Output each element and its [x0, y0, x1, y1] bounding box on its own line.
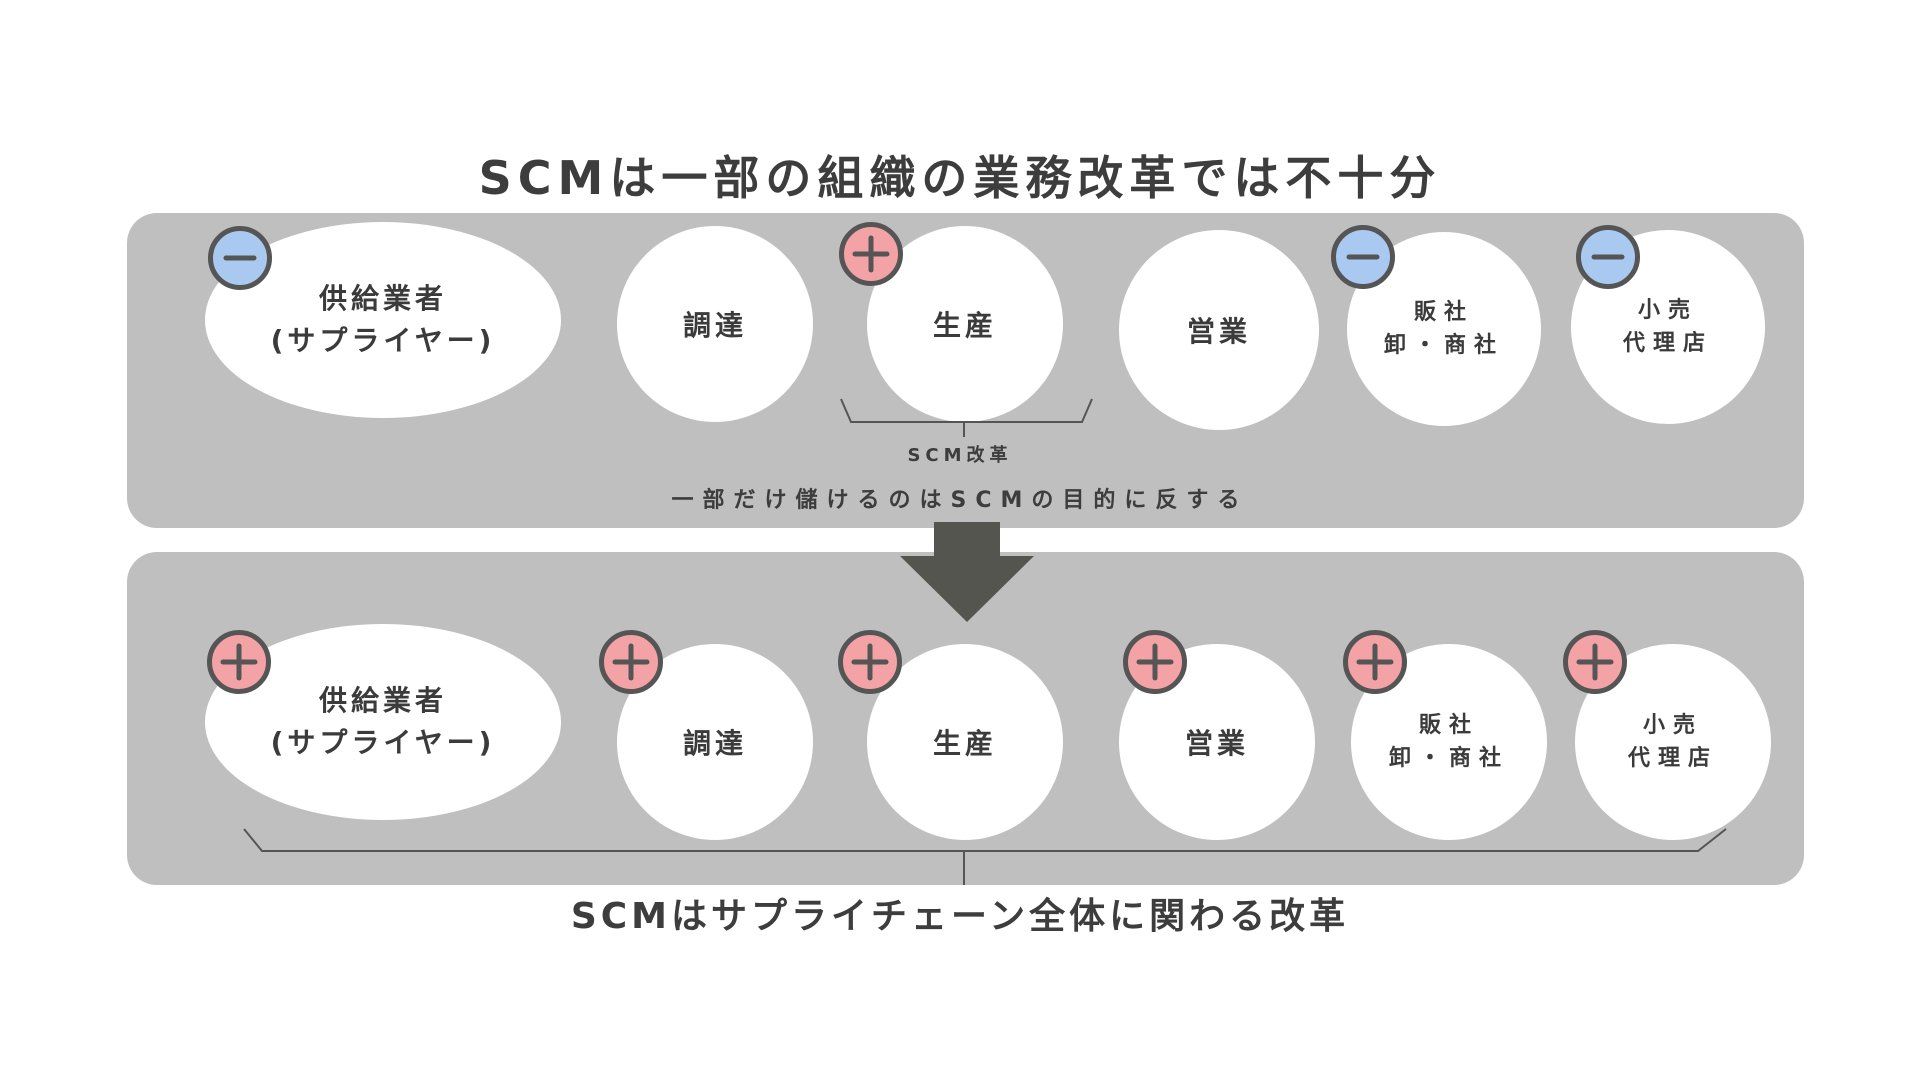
node-production-bottom: 生産 — [867, 644, 1063, 840]
node-label-line1: 販社 — [1418, 713, 1479, 738]
scm-reform-label: SCM改革 — [907, 445, 1013, 466]
node-label: 調達 — [682, 309, 747, 342]
node-label-line2: (サプライヤー) — [270, 324, 496, 357]
node-label-line1: 供給業者 — [318, 282, 447, 315]
node-procurement-top: 調達 — [617, 226, 813, 422]
node-label-line1: 小売 — [1642, 713, 1703, 738]
node-label-line1: 供給業者 — [318, 684, 447, 717]
node-label-line1: 販社 — [1413, 300, 1474, 325]
diagram-title: SCMは一部の組織の業務改革では不十分 — [478, 151, 1442, 205]
minus-icon — [1331, 225, 1395, 289]
whole-chain-bracket — [243, 828, 1727, 852]
minus-icon — [1576, 225, 1640, 289]
plus-icon — [1123, 630, 1187, 694]
node-label: 営業 — [1186, 315, 1251, 348]
node-label: 生産 — [932, 309, 997, 342]
node-label-line2: 代理店 — [1627, 746, 1718, 771]
node-label: 生産 — [932, 727, 997, 760]
plus-icon — [839, 222, 903, 286]
node-label-line2: 代理店 — [1622, 331, 1713, 356]
plus-icon — [207, 630, 271, 694]
node-label: 営業 — [1184, 727, 1249, 760]
down-arrow-icon — [900, 522, 1034, 622]
minus-icon — [208, 226, 272, 290]
top-note: 一部だけ儲けるのはSCMの目的に反する — [671, 488, 1249, 513]
plus-icon — [1563, 630, 1627, 694]
plus-icon — [1343, 630, 1407, 694]
node-sales-top: 営業 — [1119, 230, 1319, 430]
scm-reform-bracket — [840, 398, 1093, 423]
node-label-line2: 卸・商社 — [1383, 333, 1504, 358]
plus-icon — [599, 630, 663, 694]
node-label-line1: 小売 — [1637, 298, 1698, 323]
node-label-line2: 卸・商社 — [1388, 746, 1509, 771]
node-label: 調達 — [682, 727, 747, 760]
plus-icon — [838, 630, 902, 694]
node-label-line2: (サプライヤー) — [270, 726, 496, 759]
conclusion-title: SCMはサプライチェーン全体に関わる改革 — [570, 896, 1350, 937]
